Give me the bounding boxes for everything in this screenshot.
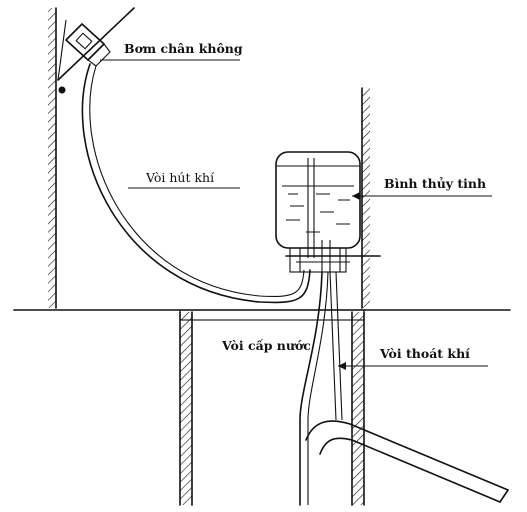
- pump-bracket: [57, 7, 135, 94]
- label-suction-tube: Vòi hút khí: [145, 170, 215, 185]
- suction-tube: [81, 63, 311, 304]
- water-ripples: [286, 193, 350, 233]
- leader-lines: [100, 59, 492, 370]
- drain-pipe: [305, 420, 509, 503]
- water-supply-tube: [299, 271, 329, 506]
- label-pump: Bơm chân không: [124, 41, 243, 56]
- label-glass-jar: Bình thủy tinh: [384, 176, 486, 191]
- lower-right-column: [351, 311, 365, 506]
- label-air-outlet: Vòi thoát khí: [379, 346, 470, 361]
- air-outlet-tube: [329, 271, 343, 421]
- label-water-supply: Vòi cấp nước: [221, 338, 311, 353]
- right-wall: [361, 87, 370, 309]
- left-wall: [48, 7, 57, 309]
- support-plate: [179, 309, 365, 321]
- lower-left-column: [179, 311, 193, 506]
- vacuum-pump: [65, 23, 111, 67]
